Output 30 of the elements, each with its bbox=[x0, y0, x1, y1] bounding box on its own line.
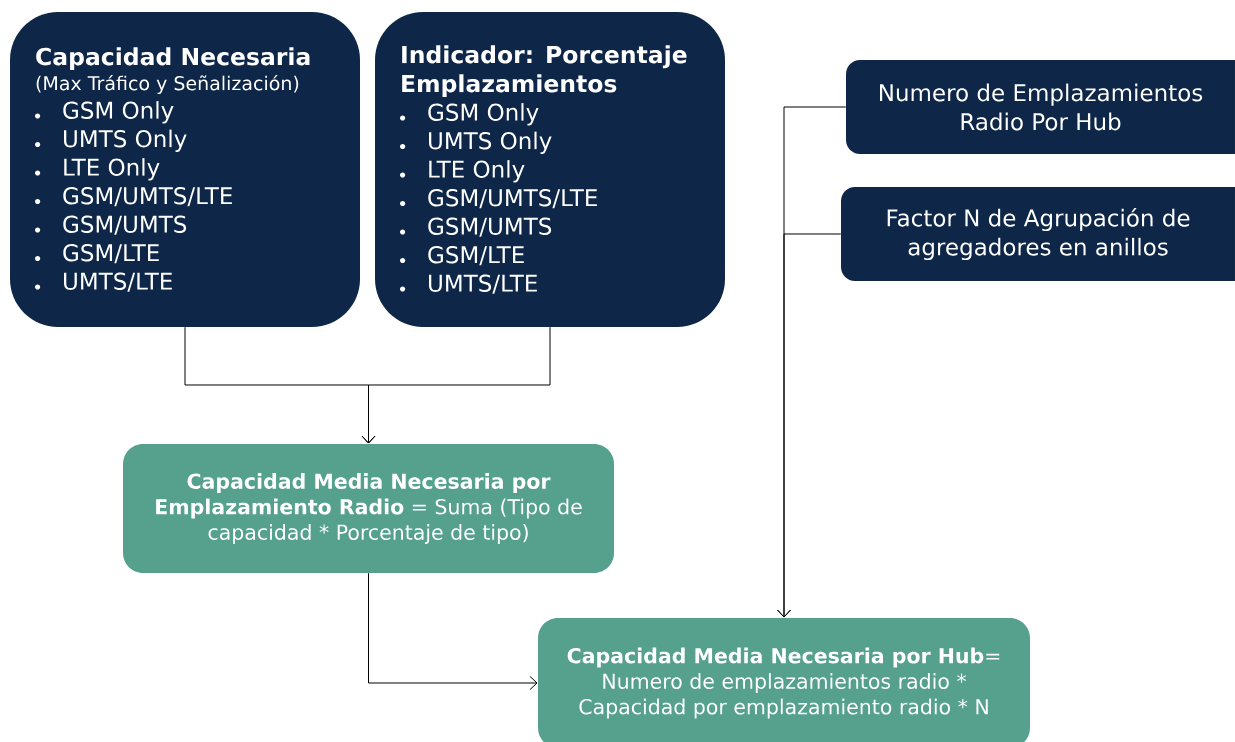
list-item: GSM/UMTS bbox=[63, 215, 187, 235]
list-item: UMTS/LTE bbox=[64, 272, 172, 292]
heading: Indicador: Porcentaje Emplazamientos bbox=[402, 45, 687, 97]
process-box bbox=[846, 60, 1235, 154]
list-box bbox=[10, 12, 360, 327]
list-item: LTE Only bbox=[429, 160, 525, 183]
arrow bbox=[361, 326, 551, 444]
formula-box bbox=[538, 618, 1030, 742]
list-item: GSM/UMTS bbox=[428, 217, 552, 237]
heading: Capacidad Necesaria bbox=[36, 47, 310, 70]
list-box bbox=[375, 12, 725, 327]
list-item: LTE Only bbox=[64, 158, 160, 181]
formula-text: Capacidad Media Necesaria por Emplazamiento Radio = Suma (Tipo de capacidad * Porcentaje de tipo) bbox=[156, 473, 582, 544]
list-item: UMTS Only bbox=[429, 131, 552, 154]
list-item: GSM/UMTS/LTE bbox=[428, 189, 597, 209]
list-item: GSM/LTE bbox=[63, 244, 159, 264]
list-item: GSM/LTE bbox=[428, 246, 524, 266]
list-item: GSM/UMTS/LTE bbox=[63, 187, 232, 207]
arrow bbox=[777, 233, 842, 618]
box-text: Factor N de Agrupación de agregadores en anillos bbox=[887, 207, 1190, 261]
formula-box bbox=[123, 444, 614, 573]
process-box bbox=[841, 187, 1235, 281]
list-item: UMTS Only bbox=[64, 129, 187, 152]
arrow bbox=[368, 572, 538, 690]
box-text: Numero de Emplazamientos Radio Por Hub bbox=[880, 83, 1203, 131]
list-item: UMTS/LTE bbox=[429, 274, 537, 294]
list-item: GSM Only bbox=[63, 101, 174, 124]
subtitle: (Max Tráfico y Señalización) bbox=[36, 74, 299, 95]
list-item: GSM Only bbox=[428, 103, 539, 126]
formula-text: Capacidad Media Necesaria por Hub= Numero de emplazamientos radio * Capacidad por emplazamiento radio * N bbox=[567, 647, 1000, 719]
